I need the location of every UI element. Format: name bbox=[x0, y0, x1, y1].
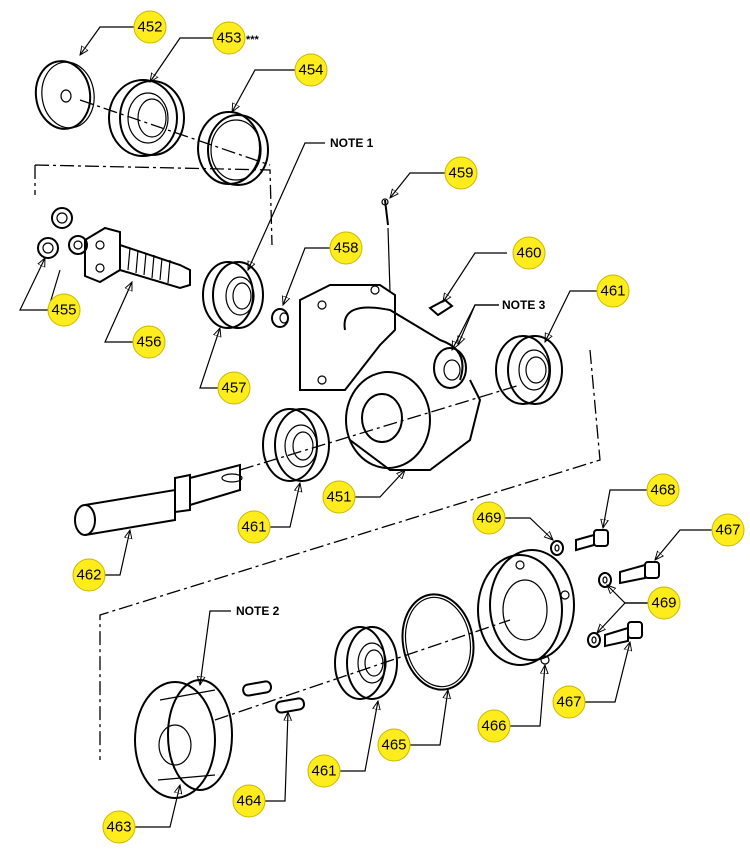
callout-455: 455 bbox=[47, 293, 81, 327]
bearing-461-mid bbox=[262, 408, 330, 482]
washer-469-bottom bbox=[587, 632, 601, 648]
callout-454: 454 bbox=[294, 53, 328, 87]
svg-text:460: 460 bbox=[516, 245, 541, 262]
svg-text:453: 453 bbox=[216, 30, 241, 47]
svg-text:463: 463 bbox=[106, 819, 131, 836]
callout-461-bottom: 461 bbox=[307, 754, 341, 788]
svg-text:469: 469 bbox=[651, 595, 676, 612]
bottom-centerline bbox=[214, 619, 511, 721]
note-2-label: NOTE 2 bbox=[236, 604, 280, 618]
shaft-centerline bbox=[239, 384, 521, 471]
callout-464: 464 bbox=[232, 784, 266, 818]
callout-462: 462 bbox=[72, 558, 106, 592]
callout-453: 453 *** bbox=[212, 21, 260, 55]
callout-457: 457 bbox=[217, 371, 251, 405]
top-centerline bbox=[79, 99, 271, 166]
bearing-461-bottom bbox=[334, 626, 398, 700]
callout-468: 468 bbox=[646, 473, 680, 507]
fitting-460 bbox=[428, 298, 454, 317]
callout-467-bottom: 467 bbox=[552, 685, 586, 719]
bushing-458 bbox=[271, 308, 289, 328]
callout-451: 451 bbox=[322, 480, 356, 514]
keys-464 bbox=[242, 680, 306, 714]
bearing-457 bbox=[202, 261, 264, 329]
callout-465: 465 bbox=[377, 728, 411, 762]
top-bracket bbox=[34, 164, 273, 246]
callout-463: 463 bbox=[102, 810, 136, 844]
worm-shaft-456 bbox=[84, 226, 191, 290]
svg-text:467: 467 bbox=[556, 694, 581, 711]
svg-text:461: 461 bbox=[311, 763, 336, 780]
oring-465 bbox=[401, 593, 475, 691]
shaft-462 bbox=[74, 463, 243, 536]
svg-text:459: 459 bbox=[448, 165, 473, 182]
screw-468 bbox=[575, 529, 609, 552]
note-1-label: NOTE 1 bbox=[330, 136, 374, 150]
svg-text:451: 451 bbox=[326, 489, 351, 506]
callout-458: 458 bbox=[329, 231, 363, 265]
callout-466: 466 bbox=[477, 709, 511, 743]
washer-469-right bbox=[598, 572, 612, 588]
svg-text:461: 461 bbox=[600, 283, 625, 300]
rollers-455 bbox=[37, 207, 88, 259]
svg-text:454: 454 bbox=[298, 62, 323, 79]
gear-ring-453 bbox=[108, 79, 185, 157]
svg-text:***: *** bbox=[246, 34, 260, 46]
washer-469-top bbox=[550, 540, 564, 556]
svg-text:455: 455 bbox=[51, 302, 76, 319]
svg-text:465: 465 bbox=[381, 737, 406, 754]
svg-text:456: 456 bbox=[136, 334, 161, 351]
spacer-454 bbox=[197, 111, 269, 186]
pin-459-line bbox=[387, 227, 391, 293]
svg-text:462: 462 bbox=[76, 567, 101, 584]
bearing-461-right bbox=[495, 335, 563, 405]
callout-452: 452 bbox=[133, 10, 167, 44]
svg-text:469: 469 bbox=[476, 510, 501, 527]
gear-463 bbox=[134, 679, 233, 799]
callout-461-mid: 461 bbox=[237, 510, 271, 544]
svg-text:467: 467 bbox=[715, 522, 740, 539]
cover-466 bbox=[477, 549, 575, 666]
callout-469-top: 469 bbox=[472, 501, 506, 535]
svg-text:464: 464 bbox=[236, 793, 261, 810]
pin-459 bbox=[381, 198, 389, 226]
callout-460: 460 bbox=[512, 236, 546, 270]
callout-459: 459 bbox=[444, 156, 478, 190]
screw-467-top bbox=[619, 561, 660, 585]
svg-text:468: 468 bbox=[650, 482, 675, 499]
svg-text:457: 457 bbox=[221, 380, 246, 397]
callout-469-right: 469 bbox=[647, 586, 681, 620]
screw-467-bottom bbox=[604, 621, 643, 648]
callout-467-top: 467 bbox=[711, 513, 745, 547]
svg-text:461: 461 bbox=[241, 519, 266, 536]
callout-461-right: 461 bbox=[596, 274, 630, 308]
leader-lines bbox=[19, 26, 712, 828]
svg-text:452: 452 bbox=[137, 19, 162, 36]
callout-456: 456 bbox=[132, 325, 166, 359]
housing-451 bbox=[299, 284, 482, 471]
note-3-label: NOTE 3 bbox=[502, 298, 546, 312]
svg-text:458: 458 bbox=[333, 240, 358, 257]
svg-text:466: 466 bbox=[481, 718, 506, 735]
washer-452 bbox=[34, 60, 95, 130]
middle-bracket bbox=[99, 349, 601, 760]
